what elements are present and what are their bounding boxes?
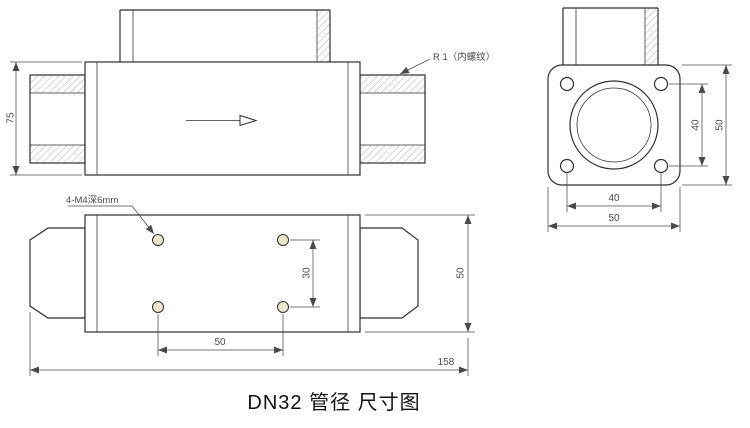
dim-side-height: 75 bbox=[6, 61, 82, 176]
mounting-hole bbox=[277, 301, 289, 313]
dim-hole-spacing-h: 50 bbox=[157, 314, 284, 356]
bolt-hole bbox=[653, 158, 669, 174]
thread-note: R 1（内螺纹） bbox=[399, 51, 495, 75]
dim-end-bolt-vertical: 40 bbox=[669, 83, 708, 167]
thread-note-label: R 1（内螺纹） bbox=[433, 51, 495, 63]
dim-end-width: 50 bbox=[547, 187, 681, 232]
dim-label-40v: 40 bbox=[691, 119, 702, 131]
drawing-caption: DN32 管径 尺寸图 bbox=[247, 391, 420, 414]
dim-label-50v: 50 bbox=[715, 119, 726, 131]
thread-hatch bbox=[30, 145, 85, 163]
bottom-view: 4-M4深6mm 30 50 158 50 bbox=[29, 195, 475, 376]
mounting-hole bbox=[152, 234, 164, 246]
side-view-top-port bbox=[119, 9, 331, 62]
hole-note-label: 4-M4深6mm bbox=[66, 195, 118, 206]
bore-circle-inner bbox=[576, 87, 652, 163]
bolt-hole bbox=[559, 76, 575, 92]
bottom-right-connector bbox=[359, 227, 419, 319]
thread-hatch bbox=[360, 145, 425, 163]
dim-label-50h: 50 bbox=[608, 213, 620, 224]
bolt-hole bbox=[559, 158, 575, 174]
hole-note: 4-M4深6mm bbox=[66, 195, 155, 235]
thread-hatch bbox=[30, 75, 85, 93]
flow-arrow-head bbox=[239, 114, 258, 127]
dim-total-length: 158 bbox=[29, 312, 469, 376]
dim-label-75: 75 bbox=[6, 112, 17, 124]
thread-hatch bbox=[360, 75, 425, 93]
end-view-top-port bbox=[562, 7, 659, 65]
bottom-body-outline bbox=[84, 214, 361, 333]
dim-label-50-width: 50 bbox=[456, 267, 467, 279]
mounting-hole bbox=[152, 301, 164, 313]
dim-end-height: 50 bbox=[682, 64, 732, 186]
body-outline bbox=[84, 61, 361, 176]
port-thread-hatch bbox=[645, 8, 658, 65]
dim-end-bolt-horizontal: 40 bbox=[566, 173, 662, 212]
mounting-hole bbox=[277, 234, 289, 246]
bolt-hole bbox=[653, 76, 669, 92]
side-view-body bbox=[84, 61, 361, 176]
bore-circle-outer bbox=[569, 80, 659, 170]
port-thread-hatch bbox=[317, 10, 330, 62]
flow-arrow bbox=[186, 114, 258, 127]
dim-label-40h: 40 bbox=[608, 193, 620, 204]
side-view-left-connector bbox=[29, 74, 86, 164]
dim-label-30: 30 bbox=[302, 267, 313, 279]
dim-label-158: 158 bbox=[438, 357, 455, 368]
side-view-right-connector bbox=[359, 74, 426, 164]
dim-body-width: 50 bbox=[365, 214, 475, 333]
dim-label-50-holes: 50 bbox=[214, 337, 226, 348]
side-view: 75 R 1（内螺纹） bbox=[6, 9, 495, 176]
dim-hole-spacing-v: 30 bbox=[290, 239, 320, 308]
end-view: 40 50 40 50 bbox=[547, 7, 732, 232]
bottom-left-connector bbox=[29, 227, 86, 319]
